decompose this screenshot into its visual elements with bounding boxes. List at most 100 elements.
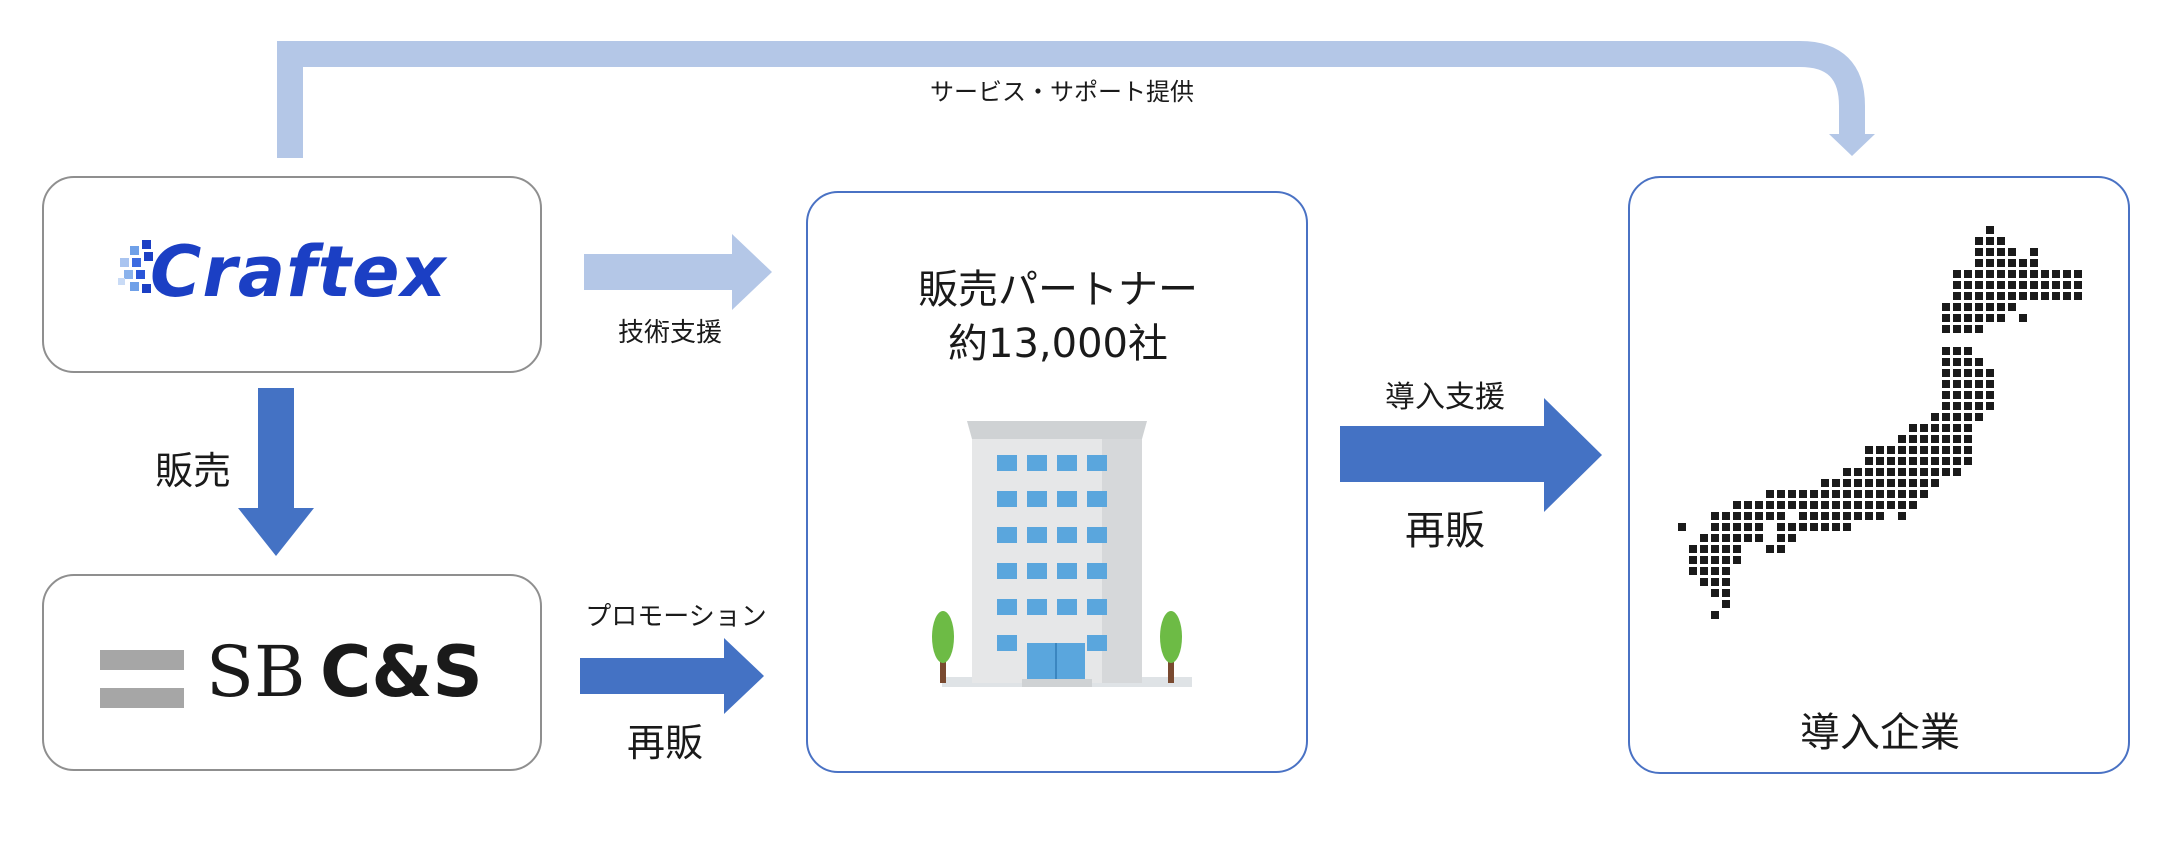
map-dot	[1931, 457, 1939, 465]
map-dot	[1711, 578, 1719, 586]
map-dot	[1986, 281, 1994, 289]
map-dot	[1722, 578, 1730, 586]
map-dot	[1975, 248, 1983, 256]
building-window	[1057, 527, 1077, 543]
map-dot	[1843, 490, 1851, 498]
map-dot	[1898, 435, 1906, 443]
map-dot	[1953, 424, 1961, 432]
map-dot	[1766, 490, 1774, 498]
map-dot	[1876, 468, 1884, 476]
map-dot	[1733, 523, 1741, 531]
map-dot	[1744, 501, 1752, 509]
building-window	[1087, 635, 1107, 651]
map-dot	[1909, 457, 1917, 465]
map-dot	[1898, 457, 1906, 465]
map-dot	[1964, 391, 1972, 399]
map-dot	[1865, 512, 1873, 520]
building-window	[1057, 491, 1077, 507]
map-dot	[1711, 556, 1719, 564]
sbcs-logo-cs: C&S	[320, 631, 483, 713]
map-dot	[1887, 468, 1895, 476]
map-dot	[1942, 303, 1950, 311]
map-dot	[1711, 545, 1719, 553]
map-dot	[2019, 281, 2027, 289]
map-dot	[2074, 292, 2082, 300]
map-dot	[1953, 281, 1961, 289]
map-dot	[1876, 512, 1884, 520]
map-dot	[1942, 347, 1950, 355]
map-dot	[1810, 501, 1818, 509]
map-dot	[1997, 292, 2005, 300]
map-dot	[2019, 270, 2027, 278]
partner-box: 販売パートナー 約13,000社	[806, 191, 1308, 773]
map-dot	[1887, 446, 1895, 454]
map-dot	[1964, 380, 1972, 388]
map-dot	[1722, 600, 1730, 608]
building-windows	[997, 455, 1107, 651]
map-dot	[1986, 259, 1994, 267]
map-dot	[1964, 358, 1972, 366]
sales-label: 販売	[154, 449, 231, 493]
map-dot	[1986, 380, 1994, 388]
map-dot	[1964, 457, 1972, 465]
enterprise-label: 導入企業	[1800, 710, 1960, 756]
map-dot	[1711, 567, 1719, 575]
map-dot	[1788, 501, 1796, 509]
map-dot	[1975, 270, 1983, 278]
map-dot	[1832, 479, 1840, 487]
map-dot	[1799, 490, 1807, 498]
map-dot	[1755, 501, 1763, 509]
resale-label-left: 再販	[626, 721, 703, 765]
map-dot	[1777, 490, 1785, 498]
map-dot	[2063, 281, 2071, 289]
map-dot	[1997, 270, 2005, 278]
map-dot	[1942, 402, 1950, 410]
map-dot	[1854, 501, 1862, 509]
map-dot	[1942, 457, 1950, 465]
map-dot	[1821, 501, 1829, 509]
building-window	[1027, 527, 1047, 543]
map-dot	[1942, 369, 1950, 377]
map-dot	[1854, 490, 1862, 498]
building-window	[1027, 491, 1047, 507]
map-dot	[1953, 391, 1961, 399]
map-dot	[1810, 523, 1818, 531]
promotion-label: プロモーション	[585, 602, 767, 632]
map-dot	[1920, 490, 1928, 498]
building-window	[1087, 563, 1107, 579]
building-window	[1057, 455, 1077, 471]
map-dot	[1843, 512, 1851, 520]
map-dot	[1997, 237, 2005, 245]
map-dot	[2063, 270, 2071, 278]
map-dot	[1876, 490, 1884, 498]
craftex-logo: Craftex	[116, 232, 476, 312]
map-dot	[1986, 237, 1994, 245]
map-dot	[1964, 281, 1972, 289]
map-dot	[1689, 556, 1697, 564]
resale-arrow-left	[580, 638, 764, 714]
map-dot	[1942, 424, 1950, 432]
map-dot	[1942, 358, 1950, 366]
map-dot	[2008, 259, 2016, 267]
enterprise-box: 導入企業	[1628, 176, 2130, 774]
map-dot	[2052, 281, 2060, 289]
map-dot	[1876, 446, 1884, 454]
map-dot	[2041, 292, 2049, 300]
map-dot	[1689, 545, 1697, 553]
map-dot	[2019, 314, 2027, 322]
map-dot	[2030, 281, 2038, 289]
map-dot	[2008, 303, 2016, 311]
building-window	[1027, 563, 1047, 579]
map-dot	[2030, 270, 2038, 278]
map-dot	[1854, 479, 1862, 487]
map-dot	[1920, 468, 1928, 476]
map-dot	[1909, 501, 1917, 509]
map-dot	[1942, 380, 1950, 388]
tech-support-arrow	[584, 234, 772, 310]
map-dot	[1986, 248, 1994, 256]
map-dot	[1953, 270, 1961, 278]
map-dot	[1942, 314, 1950, 322]
map-dot	[1898, 468, 1906, 476]
map-dot	[1975, 402, 1983, 410]
